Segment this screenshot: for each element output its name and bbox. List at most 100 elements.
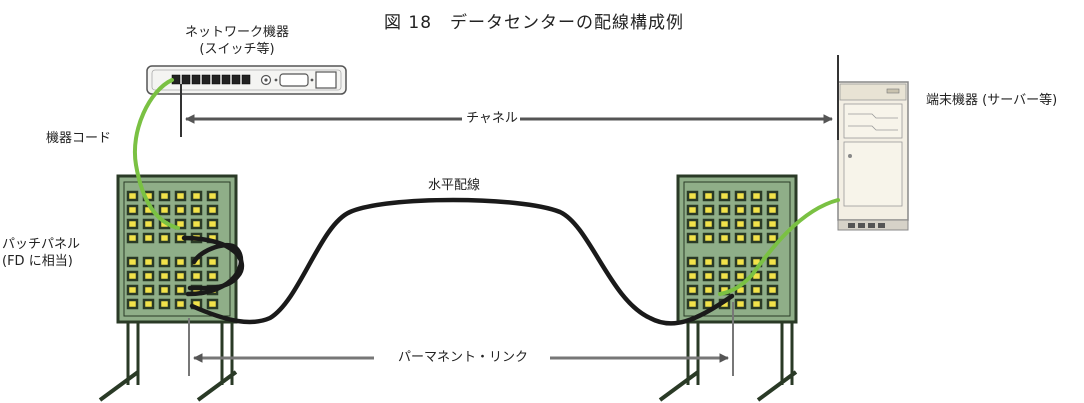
panel-port bbox=[766, 284, 779, 296]
panel-port bbox=[750, 190, 763, 202]
network-switch bbox=[146, 65, 347, 95]
panel-port bbox=[734, 218, 747, 230]
panel-port bbox=[718, 232, 731, 244]
panel-port bbox=[158, 256, 171, 268]
terminal-device-label: 端末機器 (サーバー等) bbox=[926, 93, 1058, 108]
network-device-label-line2: (スイッチ等) bbox=[199, 42, 275, 57]
panel-port bbox=[158, 270, 171, 282]
panel-port bbox=[126, 204, 139, 216]
panel-port bbox=[766, 232, 779, 244]
panel-port bbox=[702, 190, 715, 202]
panel-port bbox=[174, 218, 187, 230]
panel-port bbox=[718, 256, 731, 268]
panel-port bbox=[190, 218, 203, 230]
panel-port bbox=[718, 218, 731, 230]
panel-port bbox=[734, 190, 747, 202]
right-panel-ports bbox=[686, 190, 779, 310]
panel-port bbox=[142, 298, 155, 310]
panel-port bbox=[702, 204, 715, 216]
panel-port bbox=[686, 270, 699, 282]
panel-port bbox=[750, 298, 763, 310]
horizontal-cabling-label: 水平配線 bbox=[428, 178, 481, 193]
panel-port bbox=[206, 190, 219, 202]
patch-panel-label-line2: (FD に相当) bbox=[2, 254, 73, 269]
device-cords bbox=[132, 78, 840, 296]
panel-port bbox=[702, 232, 715, 244]
right-patch-panel bbox=[658, 174, 798, 402]
panel-port bbox=[766, 190, 779, 202]
switch-port bbox=[211, 74, 221, 85]
panel-port bbox=[190, 204, 203, 216]
panel-port bbox=[174, 190, 187, 202]
panel-port bbox=[734, 204, 747, 216]
panel-port bbox=[174, 204, 187, 216]
switch-port bbox=[191, 74, 201, 85]
switch-ports bbox=[171, 74, 251, 85]
panel-port bbox=[174, 270, 187, 282]
panel-port bbox=[766, 298, 779, 310]
panel-port bbox=[734, 270, 747, 282]
left-panel-ports bbox=[126, 190, 219, 310]
panel-port bbox=[718, 270, 731, 282]
panel-port bbox=[126, 218, 139, 230]
panel-port bbox=[718, 190, 731, 202]
panel-port bbox=[702, 256, 715, 268]
panel-port bbox=[206, 298, 219, 310]
channel-label: チャネル bbox=[466, 111, 518, 126]
device-cord-label: 機器コード bbox=[46, 131, 112, 146]
panel-port bbox=[158, 284, 171, 296]
panel-port bbox=[142, 284, 155, 296]
server bbox=[837, 81, 909, 231]
patch-panel-label-line1: パッチパネル bbox=[2, 237, 81, 252]
panel-port bbox=[206, 218, 219, 230]
panel-port bbox=[126, 284, 139, 296]
network-device-label-line1: ネットワーク機器 bbox=[184, 25, 289, 40]
panel-port bbox=[174, 284, 187, 296]
figure-title: 図 18 データセンターの配線構成例 bbox=[384, 13, 685, 33]
panel-port bbox=[142, 270, 155, 282]
panel-port bbox=[126, 270, 139, 282]
permanent-link-label: パーマネント・リンク bbox=[397, 350, 528, 365]
panel-port bbox=[686, 204, 699, 216]
panel-port bbox=[686, 284, 699, 296]
patch-panel-label: パッチパネル (FD に相当) bbox=[2, 236, 80, 270]
switch-port bbox=[221, 74, 231, 85]
panel-port bbox=[142, 232, 155, 244]
panel-port bbox=[174, 298, 187, 310]
panel-port bbox=[126, 232, 139, 244]
panel-port bbox=[158, 298, 171, 310]
panel-port bbox=[766, 218, 779, 230]
panel-port bbox=[158, 204, 171, 216]
panel-port bbox=[702, 270, 715, 282]
panel-port bbox=[158, 190, 171, 202]
panel-port bbox=[126, 190, 139, 202]
panel-port bbox=[686, 218, 699, 230]
network-device-label: ネットワーク機器 (スイッチ等) bbox=[172, 24, 302, 58]
panel-port bbox=[702, 298, 715, 310]
panel-port bbox=[206, 270, 219, 282]
panel-port bbox=[126, 298, 139, 310]
switch-port bbox=[201, 74, 211, 85]
panel-port bbox=[142, 256, 155, 268]
panel-port bbox=[174, 256, 187, 268]
switch-port bbox=[241, 74, 251, 85]
panel-port bbox=[702, 218, 715, 230]
panel-port bbox=[142, 218, 155, 230]
panel-port bbox=[686, 256, 699, 268]
panel-port bbox=[686, 232, 699, 244]
panel-port bbox=[126, 256, 139, 268]
panel-port bbox=[190, 270, 203, 282]
panel-port bbox=[206, 256, 219, 268]
switch-port bbox=[231, 74, 241, 85]
panel-port bbox=[734, 256, 747, 268]
panel-port bbox=[190, 190, 203, 202]
panel-port bbox=[686, 190, 699, 202]
switch-port bbox=[181, 74, 191, 85]
panel-port bbox=[158, 232, 171, 244]
panel-port bbox=[750, 204, 763, 216]
panel-port bbox=[750, 232, 763, 244]
panel-port bbox=[718, 204, 731, 216]
panel-port bbox=[206, 204, 219, 216]
horizontal-cables bbox=[181, 197, 735, 326]
